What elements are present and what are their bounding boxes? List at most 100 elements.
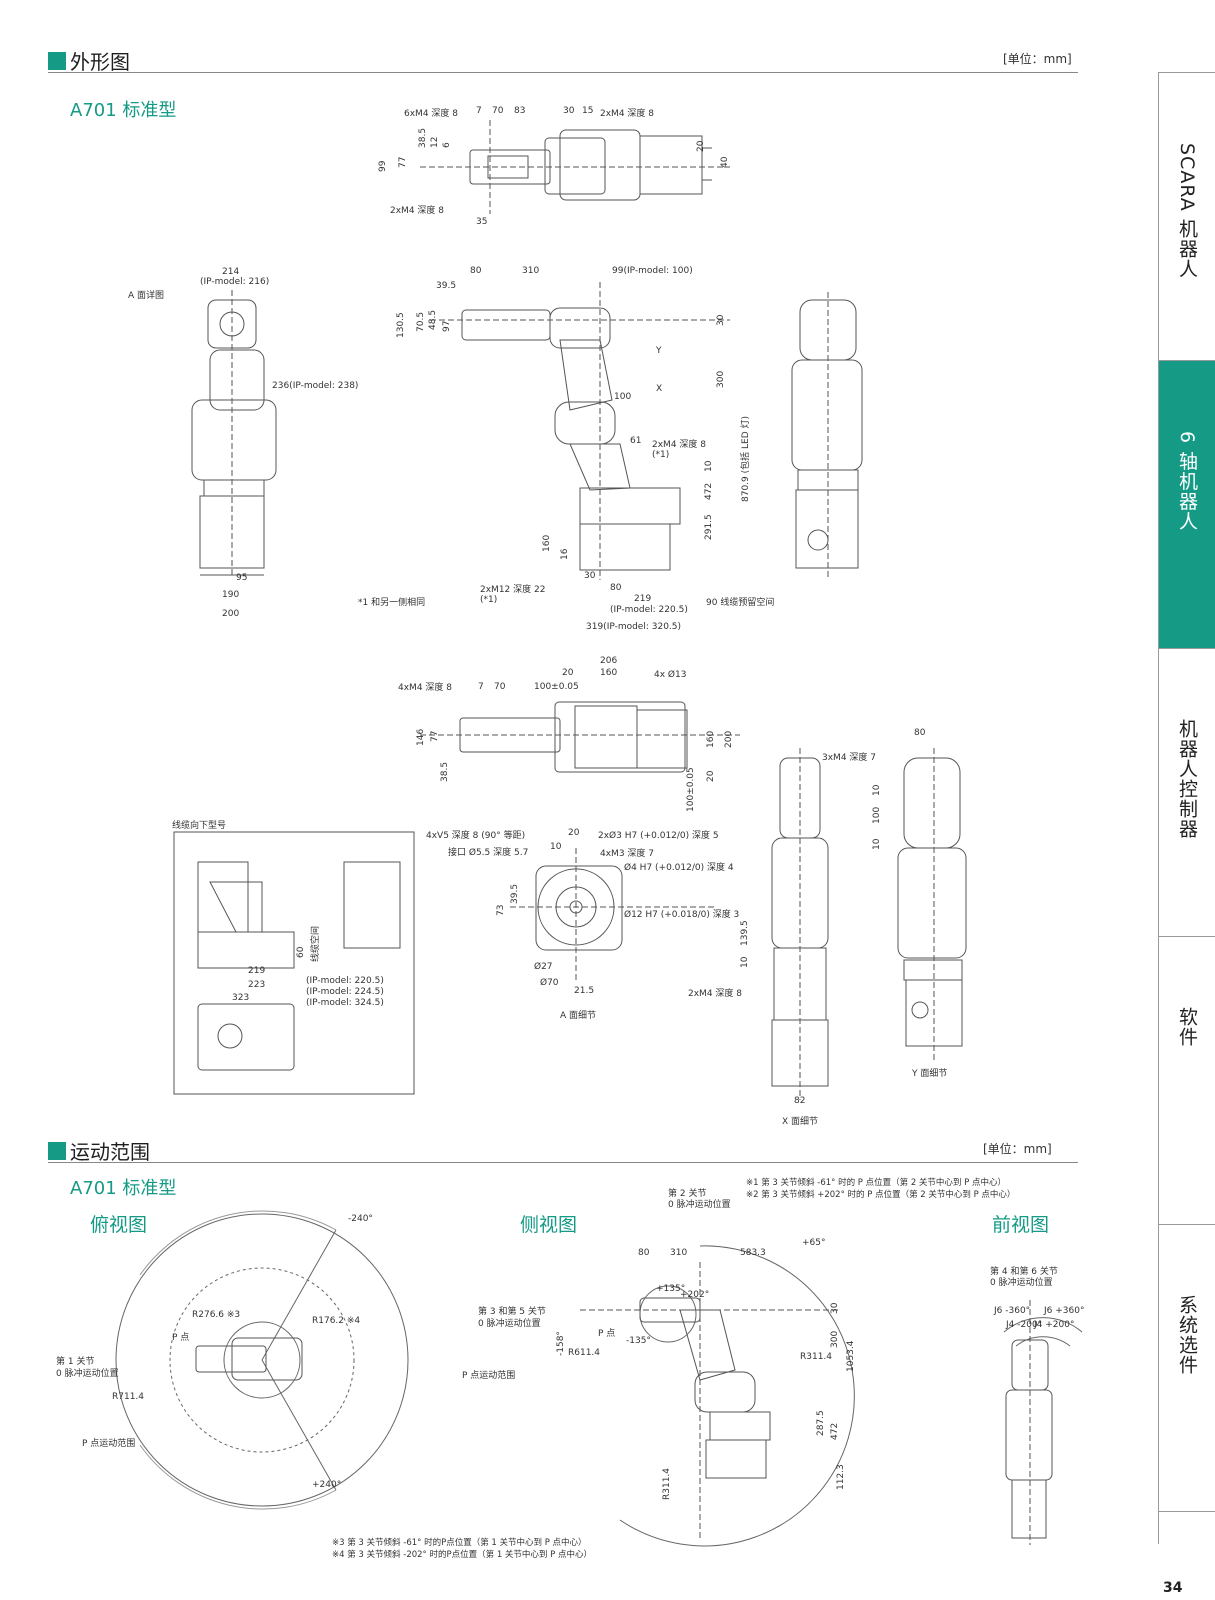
dim-label: Ø27	[534, 962, 553, 972]
model-title: A701 标准型	[70, 100, 177, 121]
joint-label: 第 2 关节	[668, 1189, 707, 1199]
dim-label: (IP-model: 216)	[200, 277, 270, 287]
dim-label: 219	[248, 966, 266, 976]
joint-label: 第 4 和第 6 关节	[990, 1267, 1058, 1277]
dim-label: 236(IP-model: 238)	[272, 381, 359, 391]
side-view-title: 侧视图	[520, 1214, 578, 1236]
dim-label: 39.5	[510, 883, 520, 904]
dim-label: 95	[236, 573, 248, 583]
angle-label: J6 +360°	[1044, 1306, 1085, 1316]
section-marker-icon	[48, 51, 66, 70]
dim-label: 300	[830, 1330, 840, 1348]
dim-label: 4xV5 深度 8 (90° 等距)	[426, 831, 526, 841]
dim-label: (IP-model: 224.5)	[306, 987, 384, 997]
dim-label: 21.5	[574, 986, 595, 996]
section-title-range: 运动范围	[48, 1136, 150, 1165]
page-number: 34	[1163, 1580, 1183, 1596]
dim-label: 160	[706, 730, 716, 748]
dim-label: 100±0.05	[534, 682, 579, 692]
dim-label: 160	[542, 534, 552, 552]
dim-label: 323	[232, 993, 250, 1003]
range-label: P 点运动范围	[462, 1371, 516, 1381]
dim-label: 583.3	[740, 1248, 766, 1258]
footnote: ※3 第 3 关节倾斜 -61° 时的P点位置（第 1 关节中心到 P 点中心）	[332, 1538, 587, 1548]
p-point-label: P 点	[172, 1333, 190, 1343]
cable-down-title: 线缆向下型号	[172, 821, 227, 831]
tab-software[interactable]: 软件	[1159, 936, 1215, 1224]
dim-label: 10	[740, 956, 750, 968]
dim-label: 16	[560, 548, 570, 560]
dim-label: 223	[248, 980, 266, 990]
dim-label: 190	[222, 590, 240, 600]
radius-label: R611.4	[568, 1348, 601, 1358]
dim-label: 7	[478, 682, 484, 692]
dim-label: 146	[416, 728, 426, 746]
joint-label: 0 脉冲运动位置	[990, 1278, 1053, 1288]
dim-label: 2xM12 深度 22	[480, 585, 546, 595]
footnote: ※4 第 3 关节倾斜 -202° 时的P点位置（第 1 关节中心到 P 点中心…	[332, 1550, 592, 1560]
angle-label: J6 -360°	[994, 1306, 1031, 1316]
dim-label: 2xM4 深度 8	[688, 989, 742, 999]
dim-label: 60	[296, 946, 306, 958]
dim-label: 30	[830, 1302, 840, 1314]
y-detail-caption: Y 面细节	[912, 1069, 948, 1079]
dim-label: 160	[600, 668, 618, 678]
tab-options[interactable]: 系统选件	[1159, 1224, 1215, 1512]
radius-label: R711.4	[112, 1392, 145, 1402]
angle-label: -240°	[348, 1214, 373, 1224]
dim-label: 10	[872, 784, 882, 796]
dim-label: (IP-model: 220.5)	[610, 605, 688, 615]
dim-label: 310	[670, 1248, 688, 1258]
dim-label: 112.3	[836, 1464, 846, 1490]
tab-controller[interactable]: 机器人控制器	[1159, 648, 1215, 936]
footnote: ※2 第 3 关节倾斜 +202° 时的 P 点位置（第 2 关节中心到 P 点…	[746, 1190, 1016, 1200]
dim-label: 214	[222, 267, 240, 277]
top-view-title: 俯视图	[90, 1214, 148, 1236]
radius-label: R311.4	[662, 1467, 672, 1500]
tab-label: SCARA 机器人	[1176, 143, 1198, 279]
view-marker: X	[656, 384, 663, 394]
tab-label: 6 轴机器人	[1176, 431, 1198, 532]
dim-label: Ø70	[540, 978, 559, 988]
dim-label: 82	[794, 1096, 806, 1106]
unit-label: [单位：mm]	[1003, 52, 1072, 66]
dim-label: 15	[582, 106, 594, 116]
dim-label: 4xM4 深度 8	[398, 683, 452, 693]
dim-label: 472	[830, 1422, 840, 1440]
dim-label: 10	[704, 460, 714, 472]
tab-label: 软件	[1176, 1007, 1198, 1047]
dim-label: 80	[638, 1248, 650, 1258]
dim-label: 80	[470, 266, 482, 276]
callout-label: A 面详图	[128, 291, 165, 301]
dim-label: 100	[614, 392, 632, 402]
dim-label: 35	[476, 217, 488, 227]
dim-label: 接口 Ø5.5 深度 5.7	[448, 848, 529, 858]
dim-label: 2xM4 深度 8	[390, 206, 444, 216]
dim-label: 6xM4 深度 8	[404, 109, 458, 119]
joint-label: 0 脉冲运动位置	[668, 1200, 731, 1210]
front-view-title: 前视图	[992, 1214, 1050, 1236]
joint-label: 第 3 和第 5 关节	[478, 1307, 546, 1317]
section-title-text: 外形图	[70, 50, 130, 74]
tab-6-axis[interactable]: 6 轴机器人	[1159, 360, 1215, 648]
tab-label: 机器人控制器	[1176, 719, 1198, 839]
dim-label: 80	[914, 728, 926, 738]
dim-label: 20	[568, 828, 580, 838]
dim-label: 6	[442, 142, 452, 148]
dim-label: 70.5	[416, 311, 426, 332]
model-title: A701 标准型	[70, 1178, 177, 1199]
dim-label: 20	[562, 668, 574, 678]
dim-label: Ø12 H7 (+0.018/0) 深度 3	[624, 910, 740, 920]
tab-scara[interactable]: SCARA 机器人	[1159, 72, 1215, 360]
dim-label: 12	[430, 136, 440, 148]
dim-label: 39.5	[436, 281, 457, 291]
dim-label: 7	[476, 106, 482, 116]
x-detail-caption: X 面细节	[782, 1117, 819, 1127]
dim-label: 30	[563, 106, 575, 116]
angle-label: +135°	[656, 1284, 686, 1294]
dim-label: 219	[634, 594, 652, 604]
section-title-text: 运动范围	[70, 1140, 150, 1164]
dim-label: Ø4 H7 (+0.012/0) 深度 4	[624, 863, 734, 873]
dim-label: 10	[550, 842, 562, 852]
divider	[48, 1162, 1078, 1163]
